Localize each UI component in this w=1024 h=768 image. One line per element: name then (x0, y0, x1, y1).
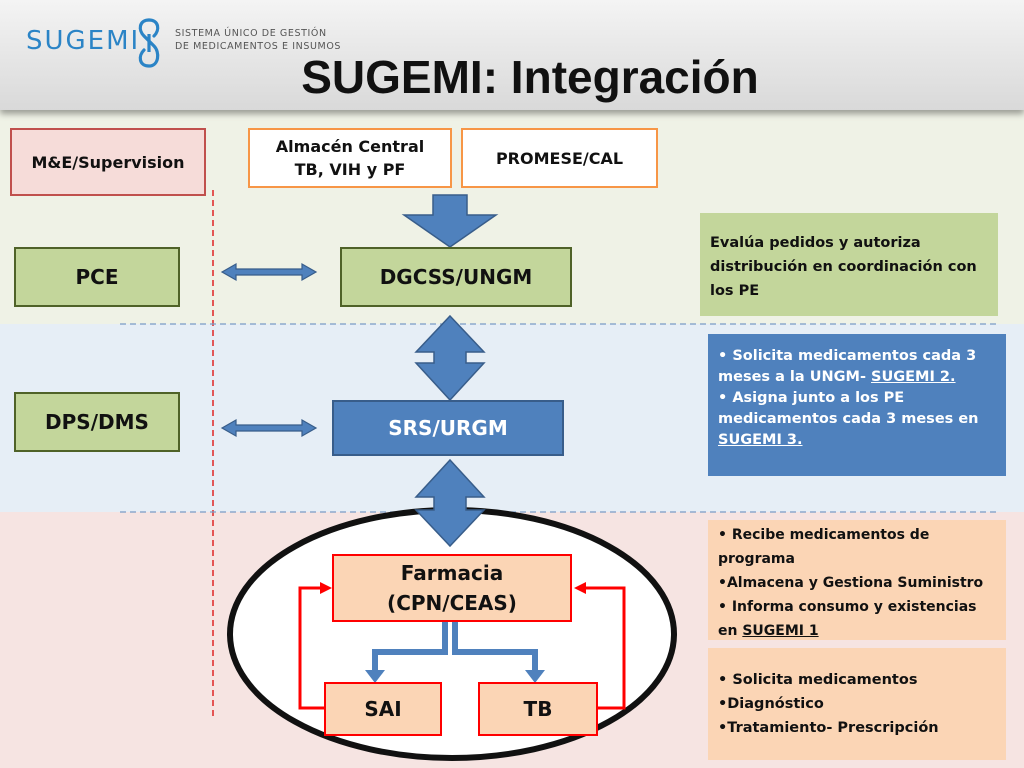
down-arrow-icon (401, 194, 499, 248)
farmacia-note: • Recibe medicamentos de programa •Almac… (708, 520, 1006, 640)
me-supervision-label: M&E/Supervision (31, 152, 185, 172)
farmacia-note-item-1: • Recibe medicamentos de programa (718, 527, 930, 567)
sugemi-logo-icon (138, 18, 160, 68)
services-note-item-1: • Solicita medicamentos (718, 672, 918, 688)
srs-urgm-label: SRS/URGM (388, 416, 508, 440)
dps-dms-label: DPS/DMS (45, 410, 149, 434)
farmacia-label: Farmacia (400, 561, 504, 585)
sugemi-2-reference: SUGEMI 2. (871, 369, 956, 385)
promese-cal-box: PROMESE/CAL (461, 128, 658, 188)
services-note-item-2: •Diagnóstico (718, 696, 824, 712)
dgcss-ungm-label: DGCSS/UNGM (379, 265, 533, 289)
logo-subtitle-line1: SISTEMA ÚNICO DE GESTIÓN (175, 28, 327, 39)
sugemi-1-reference: SUGEMI 1 (742, 623, 819, 639)
regional-note-item-1: • Solicita medicamentos cada 3 meses a l… (718, 346, 996, 388)
promese-cal-label: PROMESE/CAL (495, 148, 624, 168)
services-note-item-3: •Tratamiento- Prescripción (718, 720, 939, 736)
almacen-central-box: Almacén Central TB, VIH y PF (248, 128, 452, 188)
logo-subtitle-line2: DE MEDICAMENTOS E INSUMOS (175, 41, 342, 52)
almacen-central-label: Almacén Central (275, 137, 425, 156)
farmacia-sublabel: (CPN/CEAS) (387, 591, 517, 615)
farmacia-note-item-3-text: • Informa consumo y existencias en (718, 599, 977, 639)
sai-label: SAI (364, 697, 402, 721)
services-note: • Solicita medicamentos •Diagnóstico •Tr… (708, 648, 1006, 760)
slide-header: SUGEMI SISTEMA ÚNICO DE GESTIÓN DE MEDIC… (0, 0, 1024, 110)
sugemi-3-reference: SUGEMI 3. (718, 432, 803, 448)
pce-label: PCE (75, 265, 119, 289)
dps-dms-box: DPS/DMS (14, 392, 180, 452)
double-arrow-vertical-icon (414, 458, 486, 548)
double-arrow-horizontal-icon (220, 418, 318, 438)
almacen-central-sublabel: TB, VIH y PF (294, 160, 406, 179)
dgcss-ungm-box: DGCSS/UNGM (340, 247, 572, 307)
tb-label: TB (523, 697, 553, 721)
regional-note-item-1-text: • Solicita medicamentos cada 3 meses a l… (718, 348, 977, 385)
pce-box: PCE (14, 247, 180, 307)
logo-text: SUGEMI (26, 26, 141, 56)
sai-box: SAI (324, 682, 442, 736)
arrowhead-icon (365, 670, 385, 683)
arrowhead-icon (574, 582, 586, 594)
farmacia-note-item-3: • Informa consumo y existencias en SUGEM… (718, 595, 996, 643)
slide-title: SUGEMI: Integración (301, 51, 759, 103)
regional-note-item-2: • Asigna junto a los PE medicamentos cad… (718, 388, 996, 451)
regional-note-item-2-text: • Asigna junto a los PE medicamentos cad… (718, 390, 979, 427)
srs-urgm-box: SRS/URGM (332, 400, 564, 456)
central-level-note: Evalúa pedidos y autoriza distribución e… (700, 213, 998, 316)
logo-subtitle: SISTEMA ÚNICO DE GESTIÓN DE MEDICAMENTOS… (175, 27, 341, 53)
feedback-loop-tb (584, 586, 626, 710)
tb-box: TB (478, 682, 598, 736)
central-level-note-text: Evalúa pedidos y autoriza distribución e… (710, 235, 977, 299)
feedback-loop-sai (298, 586, 324, 710)
branch-arrow-tb (452, 622, 538, 672)
double-arrow-vertical-icon (414, 314, 486, 402)
double-arrow-horizontal-icon (220, 262, 318, 282)
farmacia-note-item-2: •Almacena y Gestiona Suministro (718, 575, 984, 591)
arrowhead-icon (320, 582, 332, 594)
farmacia-box: Farmacia (CPN/CEAS) (332, 554, 572, 622)
arrowhead-icon (525, 670, 545, 683)
me-supervision-box: M&E/Supervision (10, 128, 206, 196)
regional-level-note: • Solicita medicamentos cada 3 meses a l… (708, 334, 1006, 476)
branch-arrow-sai (372, 622, 448, 672)
